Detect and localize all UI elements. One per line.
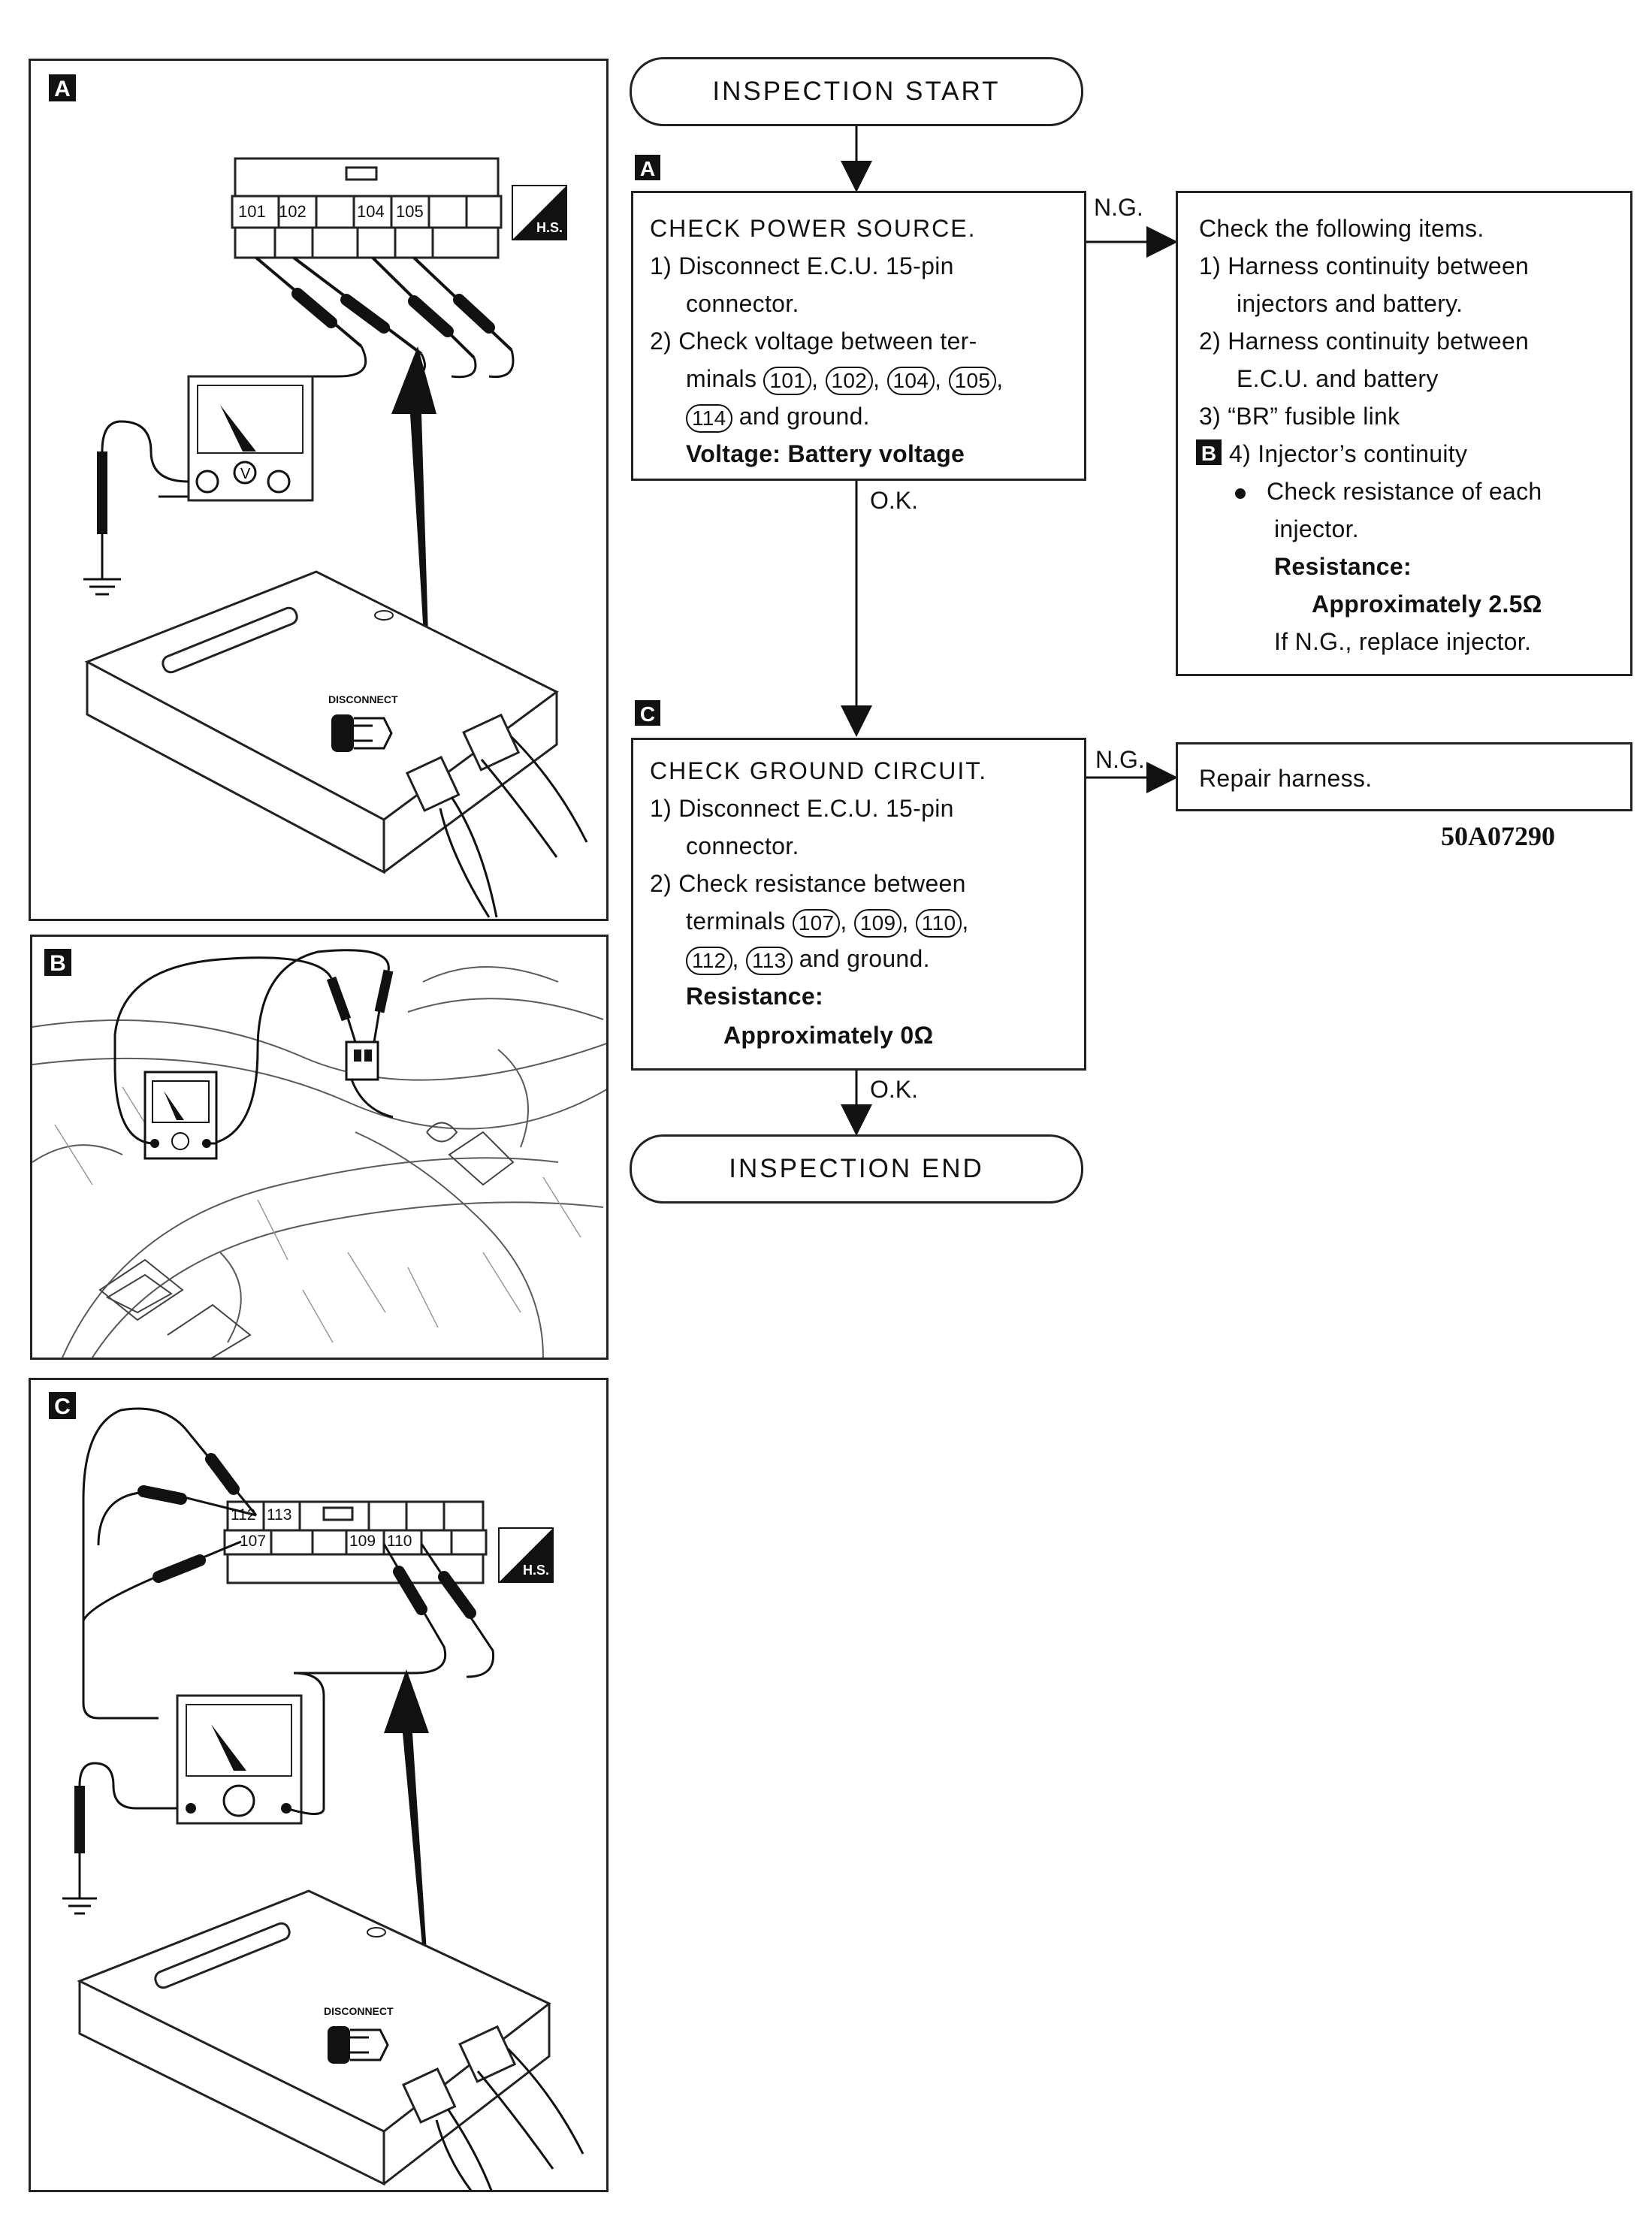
hs-badge: H.S.: [512, 185, 567, 240]
comma: ,: [732, 945, 739, 972]
step-a-line4: 114 and ground.: [686, 397, 870, 435]
panel-b-tag: B: [44, 949, 71, 976]
terminal-107: 107: [792, 908, 841, 938]
panel-c-tag: C: [49, 1392, 76, 1419]
check-power-source-box: CHECK POWER SOURCE. 1) Disconnect E.C.U.…: [631, 191, 1086, 481]
ng-a-bullet: Check resistance of each: [1229, 473, 1542, 510]
step-c-line4: 112, 113 and ground.: [686, 940, 930, 977]
pin-label-104: 104: [357, 202, 385, 221]
ng-a-res-value: Approximately 2.5Ω: [1312, 590, 1542, 618]
pin-label-113: 113: [267, 1506, 292, 1524]
step-a-line2: 2) Check voltage between ter-: [650, 328, 977, 355]
step-c-terminals: terminals: [686, 908, 786, 935]
comma: ,: [935, 365, 942, 392]
illustration-panel-b: B: [30, 935, 609, 1360]
repair-harness-text: Repair harness.: [1199, 765, 1373, 792]
hs-badge-label: H.S.: [522, 1563, 549, 1578]
comma: ,: [840, 908, 847, 935]
terminal-113: 113: [745, 946, 793, 975]
comma: ,: [811, 365, 819, 392]
step-a-spec: Voltage: Battery voltage: [686, 440, 965, 467]
check-ground-circuit-box: CHECK GROUND CIRCUIT. 1) Disconnect E.C.…: [631, 738, 1086, 1071]
pin-label-112: 112: [231, 1506, 256, 1524]
ng-a-tag-b: B: [1196, 439, 1222, 465]
inspection-end-node: INSPECTION END: [630, 1134, 1083, 1204]
svg-text:V: V: [240, 466, 251, 482]
pin-label-107: 107: [240, 1533, 267, 1550]
terminal-110: 110: [915, 908, 962, 938]
hs-badge-label: H.S.: [536, 220, 563, 235]
ng-a-item4: 4) Injector’s continuity: [1229, 440, 1468, 467]
terminal-101: 101: [763, 366, 812, 395]
pin-label-110: 110: [387, 1533, 412, 1550]
step-a-and-ground: and ground.: [738, 403, 870, 430]
ng-a-item1: 1) Harness continuity between: [1199, 252, 1530, 279]
terminal-104: 104: [886, 366, 935, 395]
check-items-box: Check the following items. 1) Harness co…: [1176, 191, 1632, 676]
pin-label-101: 101: [238, 202, 266, 221]
terminal-114: 114: [686, 403, 732, 433]
step-a-minals: minals: [686, 365, 757, 392]
ecu-voltage-check-drawing: V: [83, 157, 588, 918]
ng-a-replace: If N.G., replace injector.: [1274, 628, 1532, 655]
ng-label-c: N.G.: [1095, 746, 1145, 773]
step-c-line1: 1) Disconnect E.C.U. 15-pin: [650, 795, 954, 822]
ng-label-a: N.G.: [1094, 194, 1143, 221]
injector-resistance-check-drawing: [32, 949, 606, 1358]
step-a-line1: 1) Disconnect E.C.U. 15-pin: [650, 252, 954, 279]
figure-code: 50A07290: [1441, 821, 1555, 851]
comma: ,: [996, 365, 1004, 392]
ng-a-item3: 3) “BR” fusible link: [1199, 403, 1400, 430]
pin-label-102: 102: [279, 202, 307, 221]
hs-badge: H.S.: [498, 1527, 554, 1583]
pin-label-105: 105: [396, 202, 424, 221]
ng-a-bullet-b: injector.: [1274, 515, 1359, 542]
repair-harness-box: Repair harness.: [1176, 742, 1632, 811]
step-c-tag: C: [635, 700, 660, 726]
ok-label-a: O.K.: [870, 487, 919, 514]
step-c-line2: 2) Check resistance between: [650, 870, 966, 897]
ng-a-item1b: injectors and battery.: [1237, 290, 1463, 317]
ng-a-item2: 2) Harness continuity between: [1199, 328, 1530, 355]
illustration-panel-a: A: [29, 59, 609, 921]
inspection-start-label: INSPECTION START: [712, 77, 1001, 106]
comma: ,: [873, 365, 880, 392]
step-c-res-value: Approximately 0Ω: [723, 1022, 934, 1049]
step-c-line3: terminals 107, 109, 110,: [686, 902, 969, 940]
step-a-title: CHECK POWER SOURCE.: [650, 215, 977, 242]
step-a-line1b: connector.: [686, 290, 799, 317]
ng-a-title: Check the following items.: [1199, 215, 1484, 242]
bullet-icon: [1235, 488, 1246, 499]
disconnect-label: DISCONNECT: [328, 693, 398, 705]
pin-label-109: 109: [349, 1533, 376, 1550]
inspection-end-label: INSPECTION END: [729, 1154, 984, 1183]
terminal-112: 112: [686, 946, 732, 975]
ng-a-bullet-text: Check resistance of each: [1267, 478, 1542, 505]
illustration-panel-c: C: [29, 1378, 609, 2192]
step-c-and-ground: and ground.: [799, 945, 930, 972]
ecu-ground-check-drawing: [62, 1407, 584, 2190]
disconnect-label: DISCONNECT: [324, 2005, 394, 2017]
step-a-tag: A: [635, 155, 660, 180]
step-a-line3: minals 101, 102, 104, 105,: [686, 360, 1003, 397]
terminal-109: 109: [853, 908, 902, 938]
step-c-res-label: Resistance:: [686, 983, 823, 1010]
terminal-102: 102: [825, 366, 874, 395]
terminal-105: 105: [948, 366, 997, 395]
step-c-title: CHECK GROUND CIRCUIT.: [650, 757, 988, 784]
step-c-line1b: connector.: [686, 832, 799, 859]
panel-a-tag: A: [49, 74, 76, 101]
ng-a-item2b: E.C.U. and battery: [1237, 365, 1439, 392]
comma: ,: [902, 908, 909, 935]
ng-a-res-label: Resistance:: [1274, 553, 1412, 580]
inspection-start-node: INSPECTION START: [630, 57, 1083, 126]
ok-label-c: O.K.: [870, 1076, 919, 1103]
comma: ,: [962, 908, 969, 935]
